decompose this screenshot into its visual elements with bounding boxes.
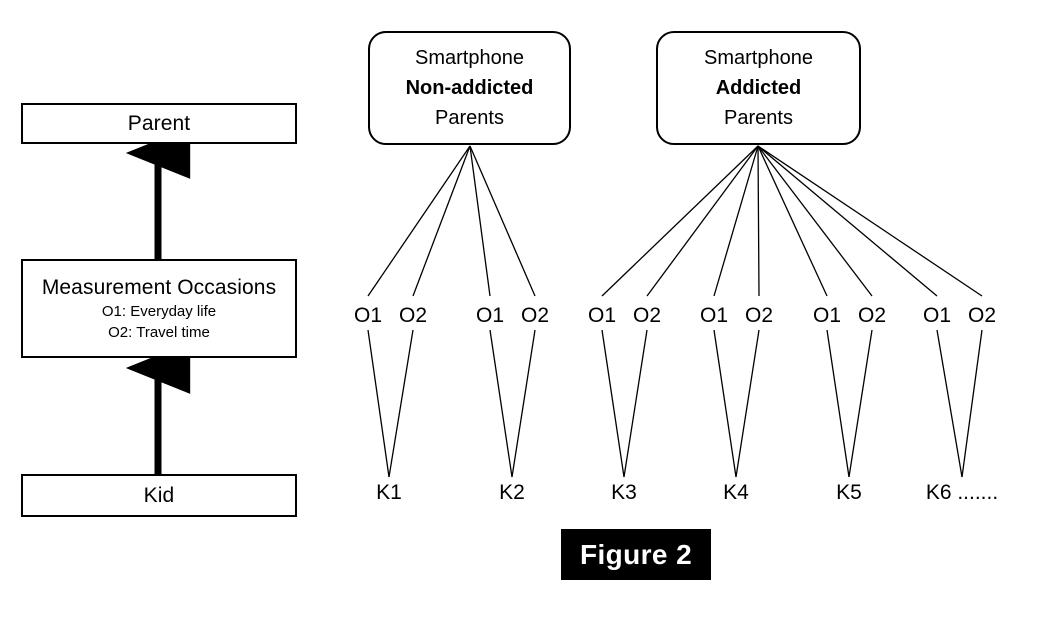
link-o1-to-k3 bbox=[601, 329, 625, 478]
occasion-label-addicted-k4-o1: O1 bbox=[699, 304, 729, 327]
occasion-label-addicted-k6-o2: O2 bbox=[967, 304, 997, 327]
legend-box-parent: Parent bbox=[21, 103, 297, 144]
occasion-label-addicted-k5-o2: O2 bbox=[857, 304, 887, 327]
occasion-label-addicted-k3-o1: O1 bbox=[587, 304, 617, 327]
legend-occasions-item-o2: O2: Travel time bbox=[108, 323, 210, 341]
link-nonaddicted-parent-to-o2 bbox=[412, 145, 471, 297]
occasion-label-addicted-k5-o1: O1 bbox=[812, 304, 842, 327]
occasion-label-addicted-k4-o2: O2 bbox=[744, 304, 774, 327]
link-addicted-parent-to-o2 bbox=[757, 145, 760, 297]
link-addicted-parent-to-o1 bbox=[757, 145, 938, 297]
link-o1-to-k4 bbox=[713, 329, 737, 478]
link-addicted-parent-to-o2 bbox=[757, 145, 983, 297]
kid-label-k2: K2 bbox=[499, 481, 525, 504]
group-addicted-line1: Smartphone bbox=[704, 47, 813, 69]
occasion-label-nonaddicted-k2-o1: O1 bbox=[475, 304, 505, 327]
link-addicted-parent-to-o2 bbox=[757, 145, 873, 297]
occasion-label-nonaddicted-k2-o2: O2 bbox=[520, 304, 550, 327]
group-box-addicted-parents: Smartphone Addicted Parents bbox=[656, 31, 861, 145]
legend-parent-title: Parent bbox=[127, 111, 191, 135]
link-nonaddicted-parent-to-o1 bbox=[367, 145, 471, 297]
occasion-label-nonaddicted-k1-o2: O2 bbox=[398, 304, 428, 327]
link-addicted-parent-to-o1 bbox=[713, 145, 759, 297]
link-o2-to-k3 bbox=[623, 329, 648, 478]
group-nonaddicted-line3: Parents bbox=[435, 107, 504, 129]
occasion-label-addicted-k3-o2: O2 bbox=[632, 304, 662, 327]
occasion-label-addicted-k6-o1: O1 bbox=[922, 304, 952, 327]
legend-box-kid: Kid bbox=[21, 474, 297, 517]
tree-connectors bbox=[367, 145, 983, 478]
group-box-nonaddicted-parents: Smartphone Non-addicted Parents bbox=[368, 31, 571, 145]
figure-caption-text: Figure 2 bbox=[579, 538, 693, 570]
legend-occasions-item-o1: O1: Everyday life bbox=[101, 302, 217, 320]
legend-kid-title: Kid bbox=[143, 483, 175, 507]
group-addicted-line3: Parents bbox=[724, 107, 793, 129]
link-addicted-parent-to-o1 bbox=[757, 145, 828, 297]
group-nonaddicted-line1: Smartphone bbox=[415, 47, 524, 69]
link-o2-to-k5 bbox=[848, 329, 873, 478]
link-o2-to-k1 bbox=[388, 329, 414, 478]
kid-label-k6: K6 ....... bbox=[925, 481, 999, 504]
link-addicted-parent-to-o1 bbox=[601, 145, 759, 297]
link-addicted-parent-to-o2 bbox=[646, 145, 759, 297]
link-o1-to-k6 bbox=[936, 329, 963, 478]
kid-label-k4: K4 bbox=[723, 481, 749, 504]
kid-label-k5: K5 bbox=[836, 481, 862, 504]
link-nonaddicted-parent-to-o2 bbox=[469, 145, 536, 297]
occasion-label-nonaddicted-k1-o1: O1 bbox=[353, 304, 383, 327]
legend-occasions-title: Measurement Occasions bbox=[41, 275, 277, 299]
group-addicted-line2: Addicted bbox=[715, 77, 802, 99]
legend-box-measurement-occasions: Measurement Occasions O1: Everyday life … bbox=[21, 259, 297, 358]
kid-label-k1: K1 bbox=[376, 481, 402, 504]
link-o2-to-k4 bbox=[735, 329, 760, 478]
link-o1-to-k5 bbox=[826, 329, 850, 478]
kid-label-k3: K3 bbox=[611, 481, 637, 504]
group-nonaddicted-line2: Non-addicted bbox=[405, 77, 534, 99]
figure-caption: Figure 2 bbox=[561, 529, 711, 580]
link-nonaddicted-parent-to-o1 bbox=[469, 145, 491, 297]
link-o1-to-k2 bbox=[489, 329, 513, 478]
link-o1-to-k1 bbox=[367, 329, 390, 478]
link-o2-to-k6 bbox=[961, 329, 983, 478]
link-o2-to-k2 bbox=[511, 329, 536, 478]
